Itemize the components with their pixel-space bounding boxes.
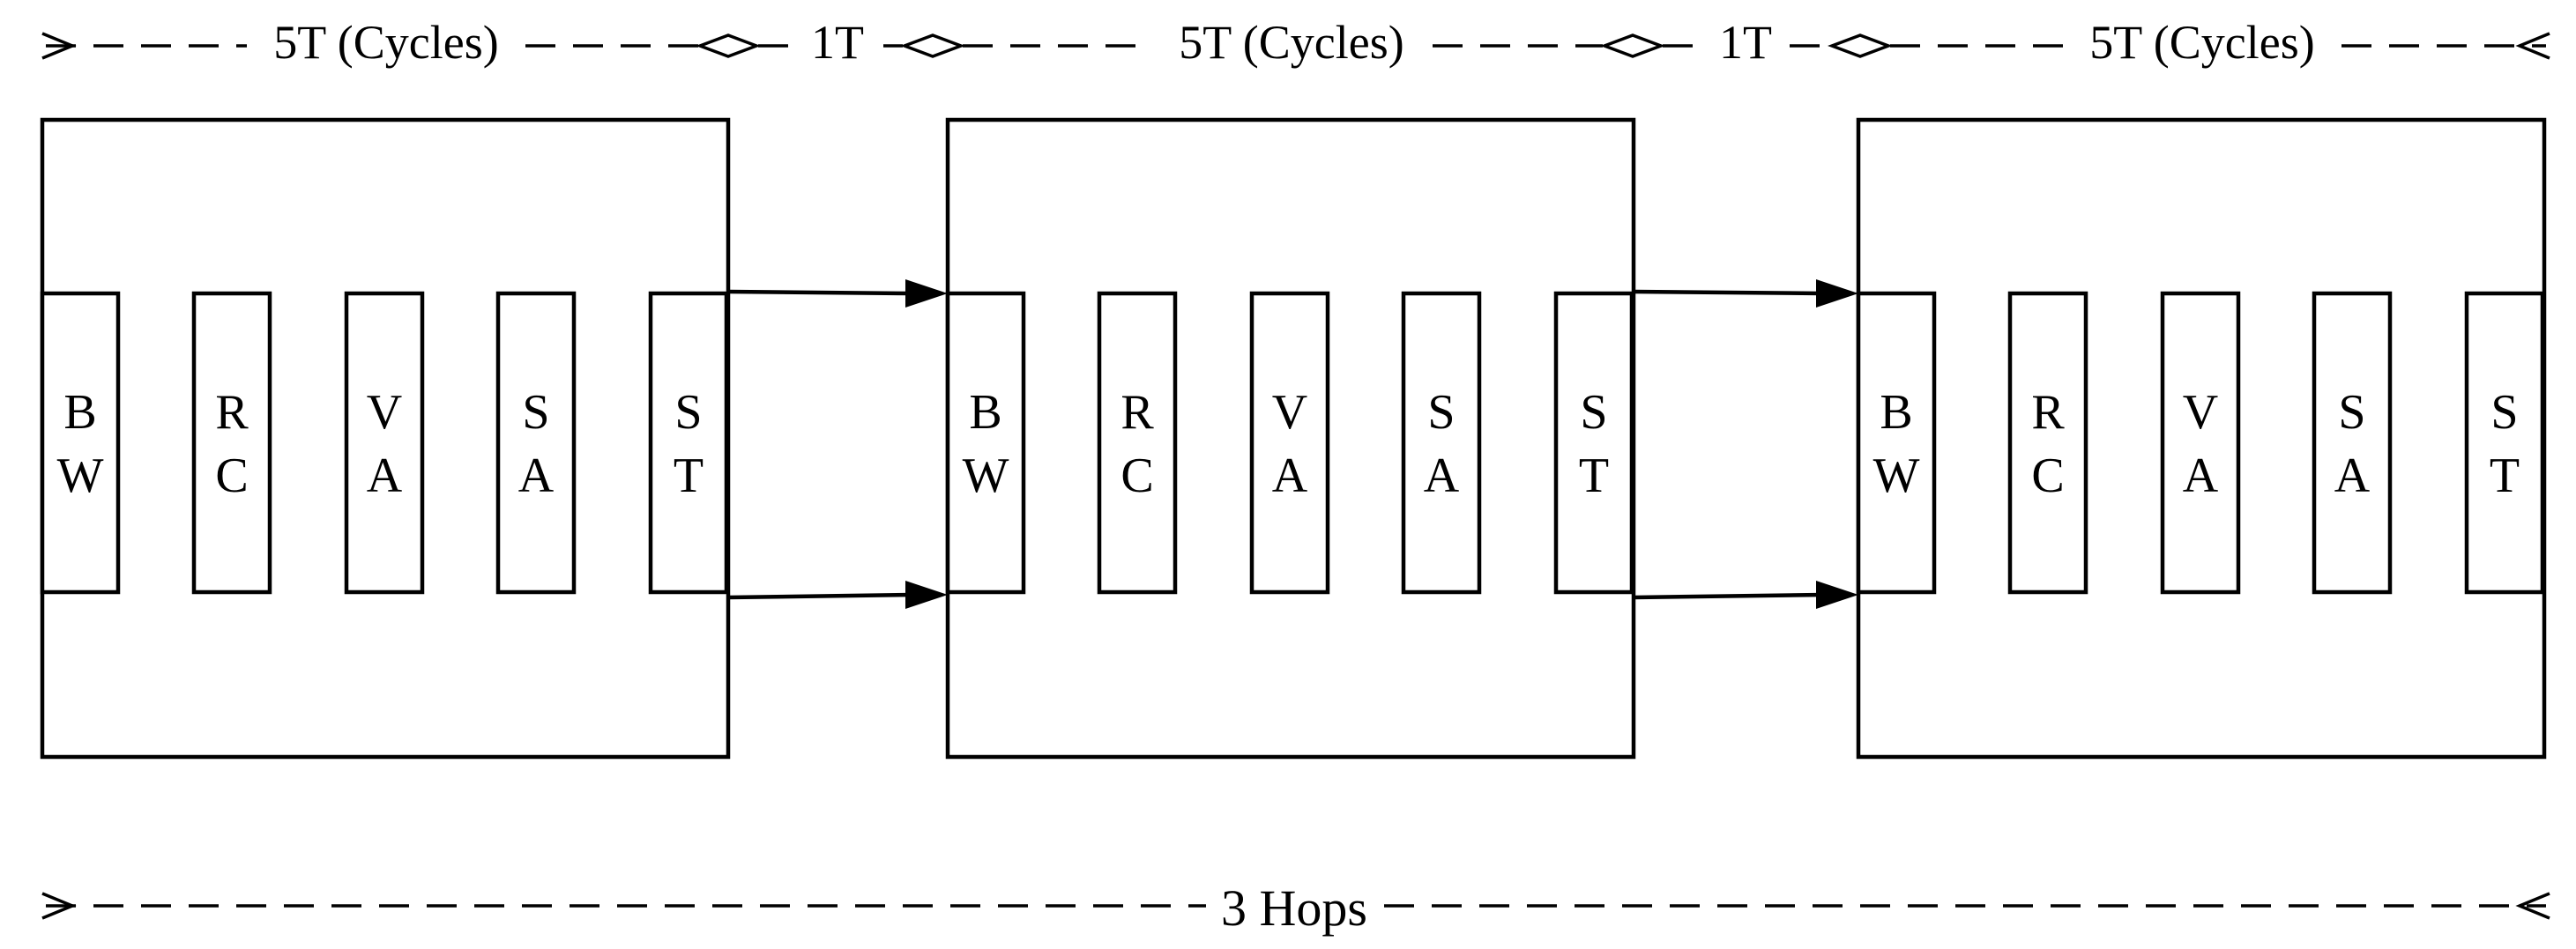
stage-label-top: R [2031,385,2065,440]
stage-box [1249,291,1330,595]
stage-box [1401,291,1482,595]
arrow-left-icon [2515,32,2550,60]
pipeline-stage: BW [1856,291,1937,595]
stage-label-top: B [63,385,96,440]
link-timing-label-2: 1T [1719,16,1772,69]
pipeline-stage: BW [945,291,1026,595]
diamond-marker-icon [900,33,965,58]
pipeline-stage: VA [1249,291,1330,595]
stage-box [40,291,121,595]
stage-label-bottom: W [1873,449,1920,503]
stage-box [648,291,729,595]
pipeline-stage: BW [40,291,121,595]
link-timing-label-1: 1T [811,16,864,69]
stage-box [191,291,272,595]
stage-label-bottom: C [2031,449,2064,503]
stage-label-bottom: C [215,449,248,503]
link-arrow [1633,279,1858,308]
stage-label-bottom: W [963,449,1009,503]
arrowhead-icon [905,279,948,308]
stage-box [1097,291,1178,595]
router-timing-label-2: 5T (Cycles) [1179,16,1403,69]
stage-box [495,291,577,595]
stage-label-bottom: A [2183,449,2219,503]
arrowhead-icon [905,581,948,609]
arrow-left-icon [2515,892,2550,920]
router-timing-label-1: 5T (Cycles) [273,16,498,69]
link-arrow [727,581,948,609]
stage-label-top: B [1880,385,1912,440]
pipeline-stage: ST [648,291,729,595]
stage-label-top: R [215,385,249,440]
arrowhead-icon [1816,581,1858,609]
link-arrow [1633,581,1858,609]
pipeline-stage: ST [2464,291,2545,595]
arrowhead-icon [1816,279,1858,308]
stage-box [2464,291,2545,595]
stage-label-bottom: A [367,449,403,503]
stage-label-top: R [1120,385,1154,440]
pipeline-stage: SA [495,291,577,595]
stage-label-top: V [1272,385,1307,440]
hops-label: 3 Hops [1221,879,1367,937]
stage-label-bottom: T [1579,449,1609,503]
pipeline-stage: RC [1097,291,1178,595]
stage-label-top: S [2490,385,2518,440]
diamond-marker-icon [696,33,761,58]
stage-label-top: S [1580,385,1607,440]
hops-dimension-line [41,892,2550,920]
pipeline-stage: SA [2312,291,2393,595]
stage-label-bottom: A [1272,449,1308,503]
stage-label-top: V [2183,385,2218,440]
stage-label-bottom: A [2334,449,2371,503]
pipeline-stage: SA [1401,291,1482,595]
stage-label-top: B [969,385,1001,440]
stage-label-bottom: T [674,449,704,503]
stage-label-top: V [367,385,402,440]
stage-box [945,291,1026,595]
stage-label-bottom: W [57,449,104,503]
inter-router-links [727,279,1858,609]
pipeline-stage: VA [344,291,425,595]
stage-label-top: S [522,385,549,440]
stage-box [1553,291,1634,595]
stage-box [344,291,425,595]
stage-label-top: S [674,385,702,440]
stage-label-bottom: A [518,449,555,503]
stage-label-bottom: T [2490,449,2520,503]
pipeline-stage: VA [2160,291,2241,595]
stage-box [2160,291,2241,595]
link-arrow [727,279,948,308]
stage-box [1856,291,1937,595]
stage-label-top: S [1427,385,1455,440]
diamond-marker-icon [1828,33,1893,58]
pipeline-stage: RC [191,291,272,595]
stage-box [2007,291,2088,595]
pipeline-stage: ST [1553,291,1634,595]
stage-box [2312,291,2393,595]
pipeline-stage: RC [2007,291,2088,595]
arrow-right-icon [41,32,77,60]
stage-label-bottom: A [1424,449,1460,503]
stage-label-top: S [2338,385,2365,440]
router-timing-label-3: 5T (Cycles) [2089,16,2314,69]
stage-label-bottom: C [1120,449,1153,503]
arrow-right-icon [41,892,77,920]
diamond-marker-icon [1600,33,1665,58]
timing-dimension-line [41,32,2550,60]
